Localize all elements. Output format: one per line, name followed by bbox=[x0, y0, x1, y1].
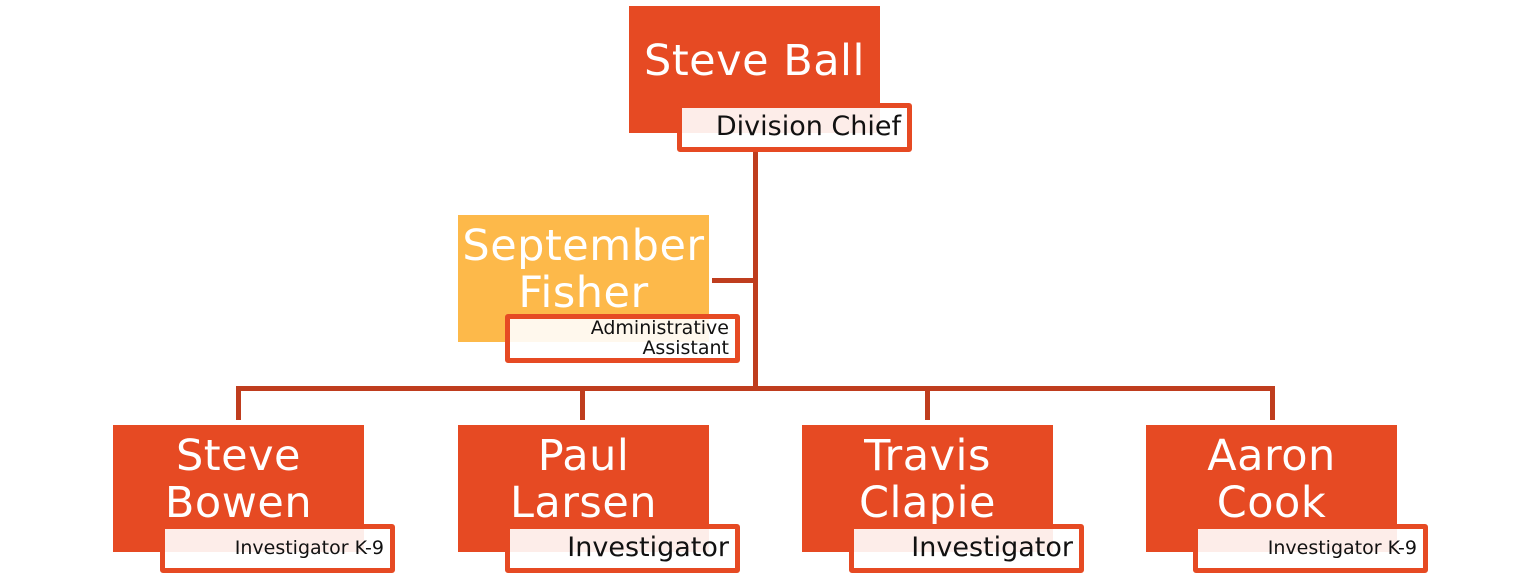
node-name: Steve Ball bbox=[644, 36, 865, 86]
node-title: Investigator K-9 bbox=[160, 524, 395, 573]
title-text: Investigator K-9 bbox=[1267, 536, 1417, 559]
title-text-line1: Administrative bbox=[590, 316, 729, 339]
title-text: Division Chief bbox=[715, 111, 901, 143]
node-name: Paul Larsen bbox=[509, 431, 658, 528]
node-title: Investigator K-9 bbox=[1193, 524, 1428, 573]
connector-drop-3 bbox=[925, 386, 930, 420]
title-text: Investigator bbox=[911, 532, 1073, 564]
title-text-line2: Assistant bbox=[642, 336, 729, 359]
connector-drop-1 bbox=[236, 386, 241, 420]
connector-chief-vertical bbox=[753, 150, 758, 390]
connector-drop-2 bbox=[580, 386, 585, 420]
node-title: Investigator bbox=[505, 524, 740, 573]
node-name: Steve Bowen bbox=[164, 431, 313, 528]
title-text: Investigator bbox=[567, 532, 729, 564]
node-name: Travis Clapie bbox=[858, 431, 997, 528]
title-text: Investigator K-9 bbox=[234, 536, 384, 559]
node-report[interactable]: Steve Bowen bbox=[113, 425, 364, 552]
node-name: Aaron Cook bbox=[1207, 431, 1336, 528]
connector-assistant bbox=[712, 278, 757, 283]
node-name: September Fisher bbox=[462, 221, 705, 318]
node-title-chief: Division Chief bbox=[677, 103, 912, 152]
connector-horizontal bbox=[236, 386, 1275, 391]
connector-drop-4 bbox=[1270, 386, 1275, 420]
node-title-assistant: Administrative Assistant bbox=[505, 314, 740, 363]
node-title: Investigator bbox=[849, 524, 1084, 573]
